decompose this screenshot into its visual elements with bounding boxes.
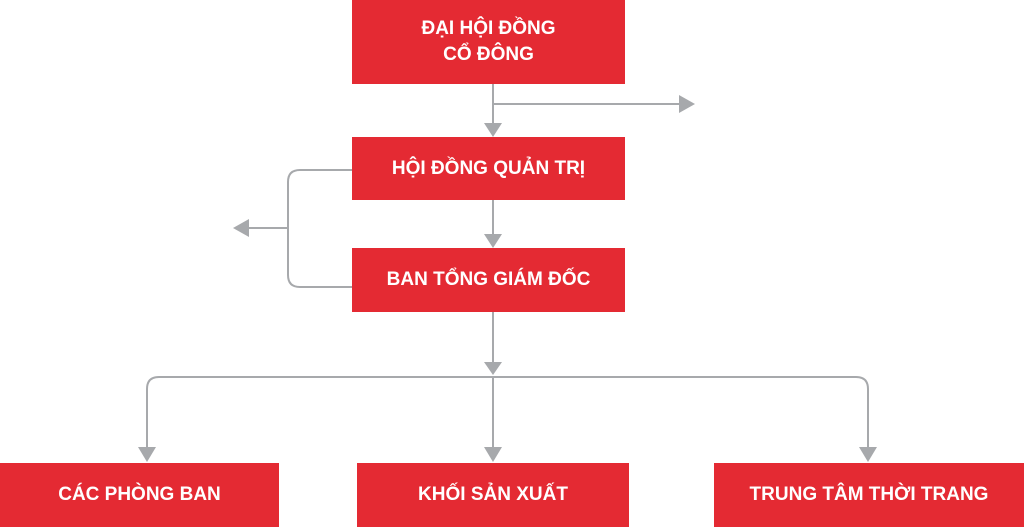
node-production: KHỐI SẢN XUẤT: [357, 463, 629, 527]
node-production-label: KHỐI SẢN XUẤT: [418, 484, 568, 505]
arrowhead-management: [484, 234, 502, 248]
node-departments-label: CÁC PHÒNG BAN: [58, 484, 221, 505]
node-board-label: HỘI ĐỒNG QUẢN TRỊ: [391, 157, 586, 179]
connector-horizontal-bus: [146, 376, 869, 447]
node-management: BAN TỔNG GIÁM ĐỐC: [352, 248, 625, 312]
arrowhead-production: [484, 447, 502, 462]
node-fashion-center-label: TRUNG TÂM THỜI TRANG: [749, 484, 989, 505]
node-shareholders-line1: ĐẠI HỘI ĐỒNG: [421, 18, 556, 39]
node-management-label: BAN TỔNG GIÁM ĐỐC: [386, 269, 591, 290]
arrowhead-management-down: [484, 362, 502, 375]
arrowhead-fashion-center: [859, 447, 877, 462]
node-shareholders-line2: CỔ ĐÔNG: [443, 44, 534, 65]
arrowhead-left: [233, 219, 249, 237]
connector-left-bracket: [287, 169, 352, 288]
node-board: HỘI ĐỒNG QUẢN TRỊ: [352, 137, 625, 200]
node-departments: CÁC PHÒNG BAN: [0, 463, 279, 527]
node-fashion-center: TRUNG TÂM THỜI TRANG: [714, 463, 1024, 527]
arrowhead-right: [679, 95, 695, 113]
node-shareholders: ĐẠI HỘI ĐỒNG CỔ ĐÔNG: [352, 0, 625, 84]
arrowhead-board: [484, 123, 502, 137]
arrowhead-departments: [138, 447, 156, 462]
